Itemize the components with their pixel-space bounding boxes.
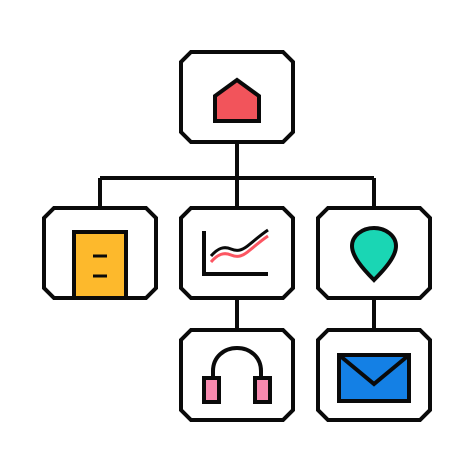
- analytics-node-box: [179, 206, 295, 300]
- headphones-icon: [202, 345, 272, 404]
- support-node-box: [179, 328, 295, 422]
- home-icon: [213, 77, 261, 123]
- line-chart-icon: [202, 228, 269, 276]
- envelope-icon: [337, 353, 411, 403]
- document-icon: [72, 230, 128, 300]
- location-pin-icon: [349, 225, 399, 283]
- connectors: [98, 142, 376, 330]
